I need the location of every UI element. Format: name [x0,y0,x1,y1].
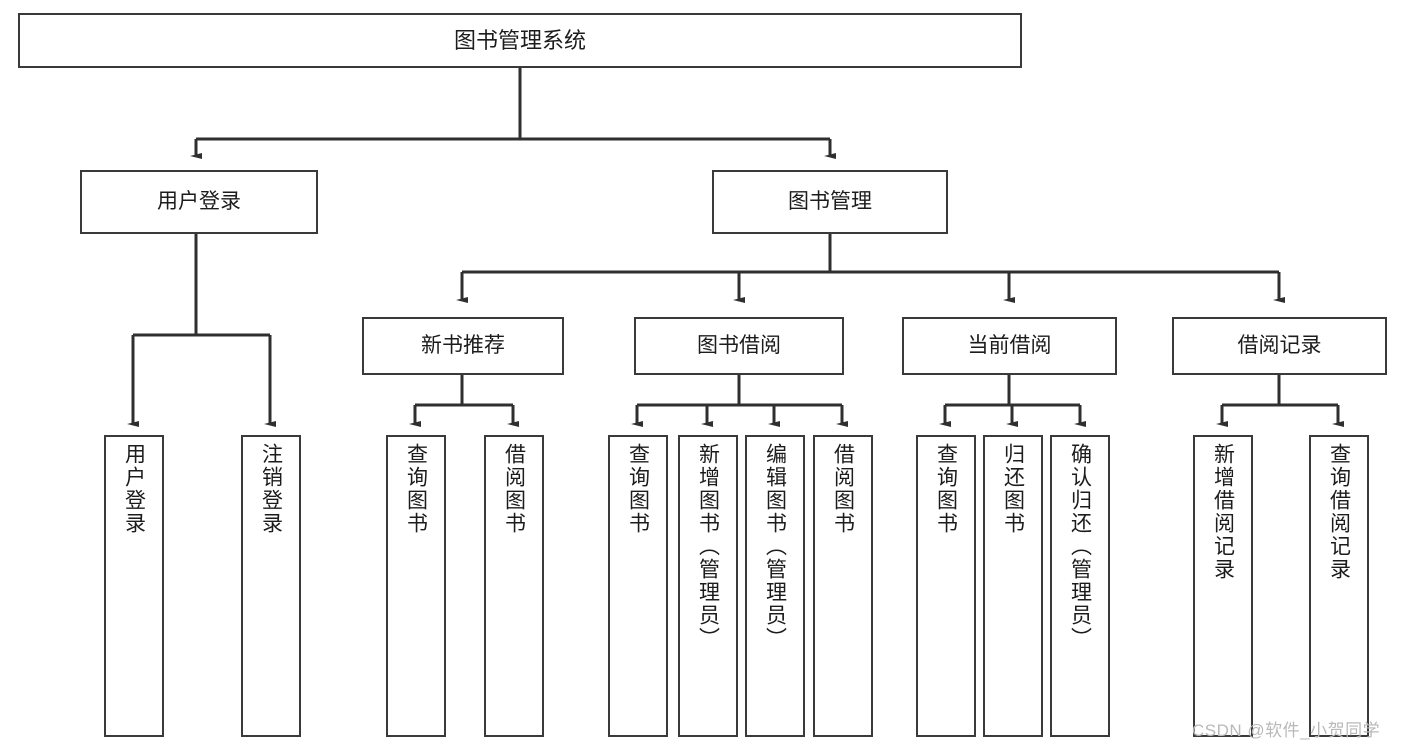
node-book-management[interactable]: 图书管理 [712,170,948,234]
node-label: 用户登录 [157,189,241,213]
node-label: 用户登录 [122,443,146,535]
leaf-book-borrow-add-book-admin[interactable]: 新增图书（管理员） [678,435,738,737]
node-label: 编辑图书（管理员） [763,443,787,650]
leaf-current-borrow-query-book[interactable]: 查询图书 [916,435,976,737]
leaf-book-borrow-edit-book-admin[interactable]: 编辑图书（管理员） [745,435,805,737]
watermark-csdn: CSDN @软件_小贺同学 [1192,721,1381,740]
node-root-book-management-system[interactable]: 图书管理系统 [18,13,1022,68]
node-label: 图书管理系统 [453,27,586,53]
leaf-book-borrow-query-book[interactable]: 查询图书 [608,435,668,737]
node-book-borrow[interactable]: 图书借阅 [634,317,844,375]
leaf-borrow-record-query-record[interactable]: 查询借阅记录 [1309,435,1369,737]
node-label: 借阅记录 [1237,333,1322,357]
leaf-user-login-logout[interactable]: 注销登录 [241,435,301,737]
node-user-login[interactable]: 用户登录 [80,170,318,234]
node-borrow-record[interactable]: 借阅记录 [1172,317,1387,375]
node-label: 图书管理 [788,189,872,213]
leaf-borrow-record-add-record[interactable]: 新增借阅记录 [1193,435,1253,737]
node-label: 查询图书 [626,443,650,535]
node-label: 新增借阅记录 [1211,443,1235,581]
node-label: 归还图书 [1001,443,1025,535]
node-label: 新增图书（管理员） [696,443,720,650]
node-label: 新书推荐 [421,333,505,357]
node-new-book-recommend[interactable]: 新书推荐 [362,317,564,375]
leaf-user-login-login[interactable]: 用户登录 [104,435,164,737]
node-label: 查询图书 [404,443,428,535]
leaf-new-book-borrow-book[interactable]: 借阅图书 [484,435,544,737]
node-label: 查询借阅记录 [1327,443,1351,581]
node-label: 当前借阅 [967,333,1052,357]
node-label: 借阅图书 [831,443,855,535]
leaf-book-borrow-borrow-book[interactable]: 借阅图书 [813,435,873,737]
node-label: 图书借阅 [697,333,781,357]
leaf-new-book-query-book[interactable]: 查询图书 [386,435,446,737]
leaf-current-borrow-return-book[interactable]: 归还图书 [983,435,1043,737]
node-label: 注销登录 [259,443,283,535]
node-label: 确认归还（管理员） [1068,443,1092,650]
leaf-current-borrow-confirm-return-admin[interactable]: 确认归还（管理员） [1050,435,1110,737]
node-label: 查询图书 [934,443,958,535]
node-current-borrow[interactable]: 当前借阅 [902,317,1117,375]
node-label: 借阅图书 [502,443,526,535]
